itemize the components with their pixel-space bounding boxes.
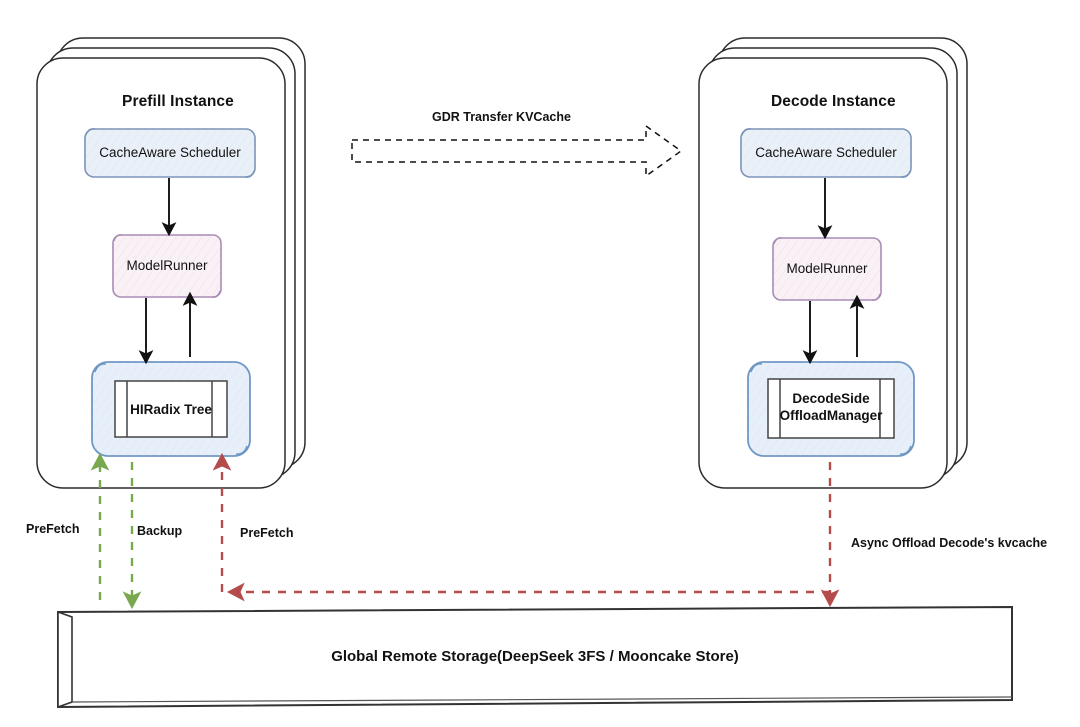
backup-label: Backup: [137, 524, 183, 538]
prefill-hiradix-label: HIRadix Tree: [130, 402, 212, 417]
prefill-scheduler-shape: [84, 128, 256, 178]
prefill-scheduler-label: CacheAware Scheduler: [99, 145, 241, 160]
prefill-instance-title: Prefill Instance: [122, 93, 234, 110]
decode-offloadmanager-label-line1: DecodeSide: [792, 391, 870, 406]
decode-offloadmanager-shape: [747, 361, 915, 457]
prefill-modelrunner-shape: [112, 234, 222, 298]
decode-instance-title: Decode Instance: [771, 93, 896, 110]
prefetch-left-label: PreFetch: [26, 522, 80, 536]
decode-scheduler-shape: [740, 128, 912, 178]
decode-modelrunner-label: ModelRunner: [786, 261, 868, 276]
prefill-modelrunner-label: ModelRunner: [126, 258, 208, 273]
async-offload-label: Async Offload Decode's kvcache: [851, 536, 1048, 550]
decode-scheduler-label: CacheAware Scheduler: [755, 145, 897, 160]
gdr-transfer-label: GDR Transfer KVCache: [432, 110, 571, 124]
prefetch-right-label: PreFetch: [240, 526, 294, 540]
prefill-hiradix-shape: [91, 361, 251, 457]
global-remote-storage-shape: [57, 605, 1013, 709]
gdr-transfer-block-arrow: [351, 124, 683, 178]
decode-offloadmanager-label-line2: OffloadManager: [779, 408, 883, 423]
global-remote-storage-label: Global Remote Storage(DeepSeek 3FS / Moo…: [331, 648, 739, 665]
decode-modelrunner-shape: [772, 237, 882, 301]
